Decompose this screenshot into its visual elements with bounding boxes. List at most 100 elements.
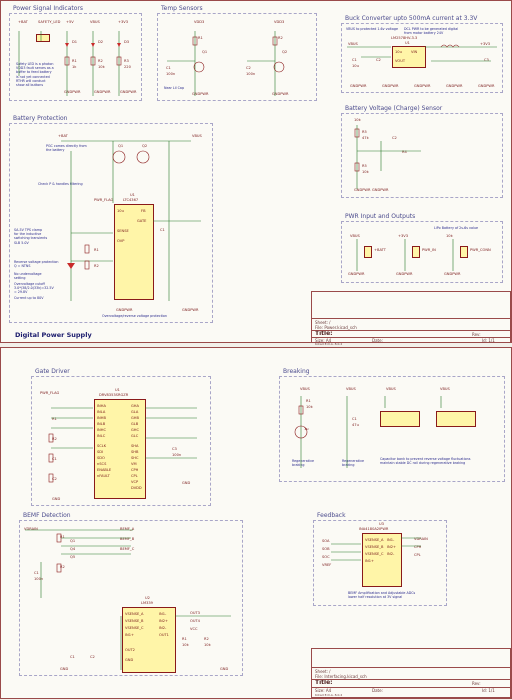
net-label: R4 <box>402 150 407 154</box>
net-label: VBUS <box>386 387 396 391</box>
tb-sheet: Sheet: / <box>315 320 331 325</box>
ref-label: C1 <box>52 457 57 461</box>
net-label: VCC <box>190 627 198 631</box>
ref-label: C3 <box>172 447 177 451</box>
ref-label: Q1 <box>202 50 208 54</box>
net-label: VBUS <box>350 234 360 238</box>
title-block: Sheet: / File: Interfacing.kicad_sch Tit… <box>311 648 511 698</box>
group-title: Battery Protection <box>12 115 69 122</box>
feedback-note: BEMF Amplification and Adjustable ADCs l… <box>348 591 416 600</box>
tb-file: File: Interfacing.kicad_sch <box>315 674 367 679</box>
tb-file: File: Power.kicad_sch <box>315 325 357 330</box>
ref-label: C1 <box>34 571 39 575</box>
pin: CPL <box>131 474 138 478</box>
net-label: SOC <box>322 555 330 559</box>
net-label: OUT4 <box>190 619 200 623</box>
net-label: BEMF_B <box>120 537 135 541</box>
ref-label: R2 <box>204 637 209 641</box>
gnd-label: GNDPWR <box>396 272 413 276</box>
ref-label: R2 <box>278 36 283 40</box>
gnd-label: GNDPWR <box>350 84 367 88</box>
protection-note: Overvoltage/reverse voltage protection <box>102 314 168 318</box>
net-label: VREF <box>322 563 332 567</box>
pin: VCP <box>131 480 139 484</box>
ref-label: C2 <box>392 136 397 140</box>
pin: nFAULT <box>97 474 110 478</box>
group-feedback: Feedback U3 INA4180A2IPWR VSENSE_A VSENS… <box>313 512 447 606</box>
net-label: +3V3 <box>480 42 491 46</box>
group-title: Buck Converter upto 500mA current at 3.3… <box>344 15 479 22</box>
pin-label: SENSE <box>117 229 129 233</box>
ref-label: C2 <box>90 655 95 659</box>
group-gate-driver: Gate Driver U1 DRV8353SRGZR INHA INLA IN… <box>31 368 211 506</box>
pin: INLC <box>97 434 106 438</box>
gnd-label: GND <box>182 481 191 485</box>
pin: IN2- <box>159 626 167 630</box>
pin: SHB <box>131 450 139 454</box>
net-label: SOB <box>322 547 330 551</box>
pin: DVDD <box>131 486 142 490</box>
net-label: +5V <box>66 20 74 24</box>
ref-label: R2 <box>60 565 65 569</box>
pin: CPH <box>131 468 139 472</box>
pin: VSENSE_C <box>365 552 384 556</box>
ref-label: R1 <box>72 59 77 63</box>
ref-label: D3 <box>124 40 130 44</box>
tb-title: Title: <box>315 679 333 686</box>
pin: GHA <box>131 404 139 408</box>
connector-pwr-out <box>412 246 420 258</box>
pin: VSENSE_C <box>125 626 144 630</box>
chip-name: DRV8353SRGZR <box>99 393 129 397</box>
tb-rev: Rev: <box>472 681 481 686</box>
gnd-label: GNDPWR <box>354 188 371 192</box>
net-label: 10k <box>354 118 361 122</box>
chip-ref: U1 <box>405 41 410 45</box>
gnd-label: GNDPWR <box>120 90 137 94</box>
group-title: Breaking <box>282 368 311 375</box>
net-label: +BAT <box>18 20 28 24</box>
pin: VSENSE_B <box>125 619 144 623</box>
ref-label: R1 <box>60 535 65 539</box>
ref-label: C2 <box>246 66 251 70</box>
title-block: Sheet: / File: Power.kicad_sch Title: Si… <box>311 291 511 346</box>
pin: SDO <box>97 456 105 460</box>
pin-label: OVP <box>117 239 125 243</box>
net-label: VBUS <box>346 387 356 391</box>
pin: IN2- <box>387 552 395 556</box>
gnd-label: GNDPWR <box>64 90 81 94</box>
group-title: Gate Driver <box>34 368 71 375</box>
tb-rev: Rev: <box>472 332 481 337</box>
tb-id: Id: 1/1 <box>482 338 495 343</box>
tb-kicad: KiCad E.D.A. 8.0.2 <box>315 693 343 697</box>
power-schematic-sheet: Power Signal Indicators +BAT SAFETY_LED … <box>0 0 512 346</box>
pin: INLB <box>97 422 106 426</box>
ref-label: C2 <box>52 477 57 481</box>
pwr-io-note: LiPo Battery of 2s-6s value <box>434 226 479 230</box>
protection-note: PGC comes directly from the battery <box>46 144 87 153</box>
ref-label: R2 <box>94 264 99 268</box>
group-title: Power Signal Indicators <box>12 5 85 12</box>
net-label: VDD3 <box>194 20 205 24</box>
protection-note: Current up to 80V <box>14 296 44 300</box>
pin: IN1- <box>387 538 395 542</box>
group-title: Battery Voltage (Charge) Sensor <box>344 105 444 112</box>
tb-size: Size: A4 <box>315 338 332 343</box>
pwr-flag: PWR_FLAG <box>94 198 114 202</box>
pin-label: VOUT <box>395 59 406 63</box>
net-label: VDD3 <box>274 20 285 24</box>
ref-label: PWR_IN <box>422 248 436 252</box>
value-label: 10k <box>306 405 313 409</box>
gnd-label: GNDPWR <box>348 272 365 276</box>
net-label: OUT3 <box>190 611 200 615</box>
ref-label: R5 <box>362 130 367 134</box>
pin-label: GATE <box>137 219 147 223</box>
safety-led-note: Safety LED is a photon VDD3 fault serves… <box>16 62 54 88</box>
pin: OUT2 <box>125 648 135 652</box>
tb-title: Title: <box>315 330 333 337</box>
tb-size: Size: A4 <box>315 688 332 693</box>
net-label: +3V3 <box>398 234 409 238</box>
protection-note: Overvoltage cutoff 3.0*(38/2.0(33k)=32.5… <box>14 282 54 295</box>
net-label: CPL <box>414 553 421 557</box>
ref-label: C1 <box>352 58 357 62</box>
gnd-label: GNDPWR <box>94 90 111 94</box>
